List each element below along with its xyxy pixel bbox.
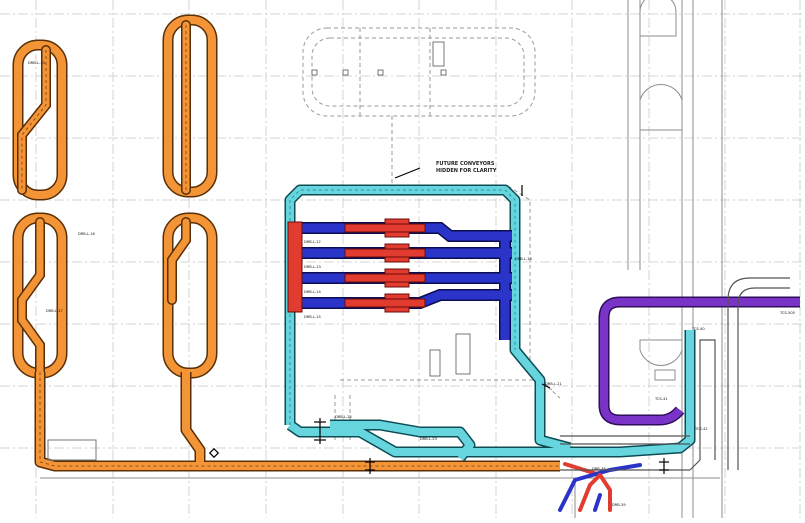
label-orange-left-2: DRB-L-16 bbox=[78, 232, 96, 236]
blue-sorter-lanes bbox=[287, 218, 642, 512]
label-cyan-3: DRB-L-23 bbox=[420, 437, 437, 441]
label-bottom-2: DRB-39 bbox=[612, 503, 626, 507]
purple-conveyor bbox=[598, 296, 800, 426]
label-right-2: TCS-41 bbox=[654, 397, 668, 401]
label-blue-4: DRB-L-15 bbox=[304, 315, 321, 319]
label-blue-1: DRB-L-12 bbox=[304, 240, 321, 244]
cyan-conveyor-system bbox=[284, 184, 696, 462]
drawing-note: FUTURE CONVEYORS HIDDEN FOR CLARITY bbox=[436, 161, 497, 174]
label-cyan-2: DRB-L-22 bbox=[335, 415, 352, 419]
orange-conveyor-system bbox=[12, 14, 560, 472]
label-blue-5: DRB-L-16 bbox=[515, 257, 533, 261]
conveyor-labels: DRB-L-13 DRB-L-16 DRB-L-17 DRB-L-12 DRB-… bbox=[28, 61, 795, 507]
label-purple-end: TCS-505 bbox=[779, 311, 795, 315]
label-right-1: TCS-40 bbox=[691, 327, 705, 331]
note-line-1: FUTURE CONVEYORS bbox=[436, 161, 495, 167]
device-symbols bbox=[208, 167, 669, 474]
label-bottom-1: DRB-38 bbox=[592, 467, 606, 471]
building-outline bbox=[40, 0, 723, 518]
label-blue-3: DRB-L-14 bbox=[304, 290, 322, 294]
label-blue-2: DRB-L-13 bbox=[304, 265, 321, 269]
note-line-2: HIDDEN FOR CLARITY bbox=[436, 168, 497, 174]
label-orange-left-3: DRB-L-17 bbox=[46, 309, 63, 313]
ghost-markers bbox=[311, 41, 471, 377]
label-right-3: TCS-42 bbox=[694, 427, 708, 431]
label-cyan-1: DRB-L-21 bbox=[545, 382, 562, 386]
red-merge-units bbox=[287, 218, 426, 313]
label-orange-left-1: DRB-L-13 bbox=[28, 61, 45, 65]
